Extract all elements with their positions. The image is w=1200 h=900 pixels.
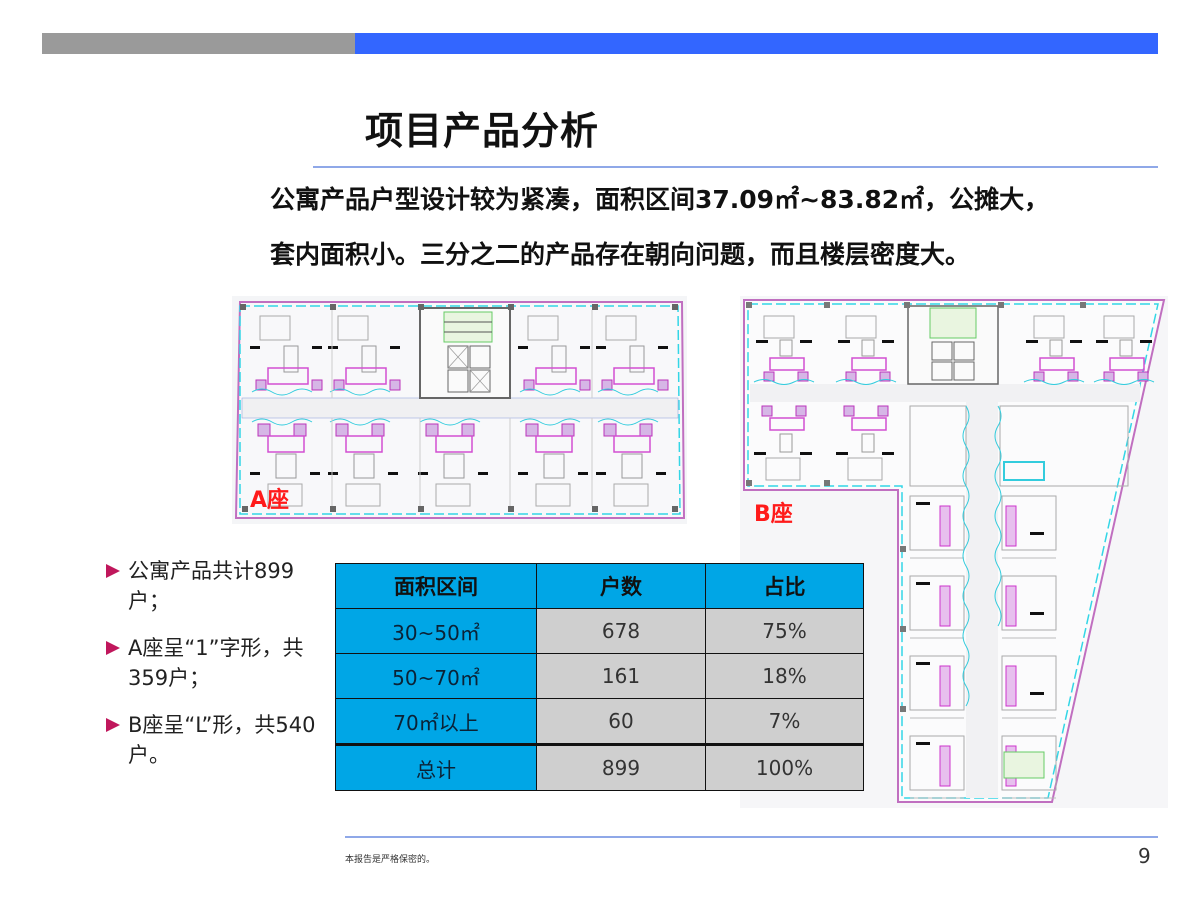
page-number: 9 xyxy=(1138,844,1151,868)
floor-plan-b-image: B座 xyxy=(740,296,1168,808)
header-percentage: 占比 xyxy=(705,563,864,609)
bullet-item: B座呈“L”形，共540户。 xyxy=(106,710,326,770)
cell-total-count: 899 xyxy=(536,743,706,791)
header-unit-count: 户数 xyxy=(536,563,706,609)
cell-percentage: 75% xyxy=(705,608,864,654)
bullet-item: 公寓产品共计899户； xyxy=(106,556,326,616)
floor-plan-a-drawing xyxy=(234,301,686,519)
summary-text: 公寓产品户型设计较为紧凑，面积区间37.09㎡~83.82㎡，公摊大， 套内面积… xyxy=(270,172,1170,282)
table-header-row: 面积区间 户数 占比 xyxy=(335,563,864,609)
cell-area-range: 30~50㎡ xyxy=(335,608,537,654)
floor-plan-b-label: B座 xyxy=(754,502,793,527)
area-distribution-table: 面积区间 户数 占比 30~50㎡ 678 75% 50~70㎡ 161 18%… xyxy=(335,563,864,791)
bullet-text: 公寓产品共计899户； xyxy=(128,559,295,613)
page-title: 项目产品分析 xyxy=(365,109,600,153)
header-bar-blue xyxy=(355,33,1158,54)
cell-unit-count: 60 xyxy=(536,698,706,745)
cell-area-range: 70㎡以上 xyxy=(335,698,537,745)
summary-line-2: 套内面积小。三分之二的产品存在朝向问题，而且楼层密度大。 xyxy=(270,240,971,269)
cell-area-range: 50~70㎡ xyxy=(335,653,537,699)
cell-total-percentage: 100% xyxy=(705,743,864,791)
floor-plan-b-drawing xyxy=(743,299,1166,803)
bullet-text: A座呈“1”字形，共359户； xyxy=(128,636,304,690)
table-row: 30~50㎡ 678 75% xyxy=(335,608,864,654)
header-bar-gray xyxy=(42,33,355,54)
confidentiality-note: 本报告是严格保密的。 xyxy=(345,855,436,865)
table-row: 70㎡以上 60 7% xyxy=(335,698,864,745)
table-total-row: 总计 899 100% xyxy=(335,743,864,791)
cell-total-label: 总计 xyxy=(335,743,537,791)
bullet-text: B座呈“L”形，共540户。 xyxy=(128,713,316,767)
title-divider xyxy=(313,166,1158,168)
floor-plan-a-label: A座 xyxy=(250,488,290,513)
bullet-item: A座呈“1”字形，共359户； xyxy=(106,633,326,693)
cell-percentage: 18% xyxy=(705,653,864,699)
cell-unit-count: 161 xyxy=(536,653,706,699)
summary-line-1: 公寓产品户型设计较为紧凑，面积区间37.09㎡~83.82㎡，公摊大， xyxy=(270,185,1050,214)
table-row: 50~70㎡ 161 18% xyxy=(335,653,864,699)
arrow-bullet-icon xyxy=(106,718,120,732)
floor-plan-a-image: A座 xyxy=(232,296,687,524)
arrow-bullet-icon xyxy=(106,641,120,655)
cell-unit-count: 678 xyxy=(536,608,706,654)
cell-percentage: 7% xyxy=(705,698,864,745)
arrow-bullet-icon xyxy=(106,564,120,578)
header-area-range: 面积区间 xyxy=(335,563,537,609)
footer-divider xyxy=(345,836,1158,838)
bullet-list: 公寓产品共计899户； A座呈“1”字形，共359户； B座呈“L”形，共540… xyxy=(106,556,326,787)
